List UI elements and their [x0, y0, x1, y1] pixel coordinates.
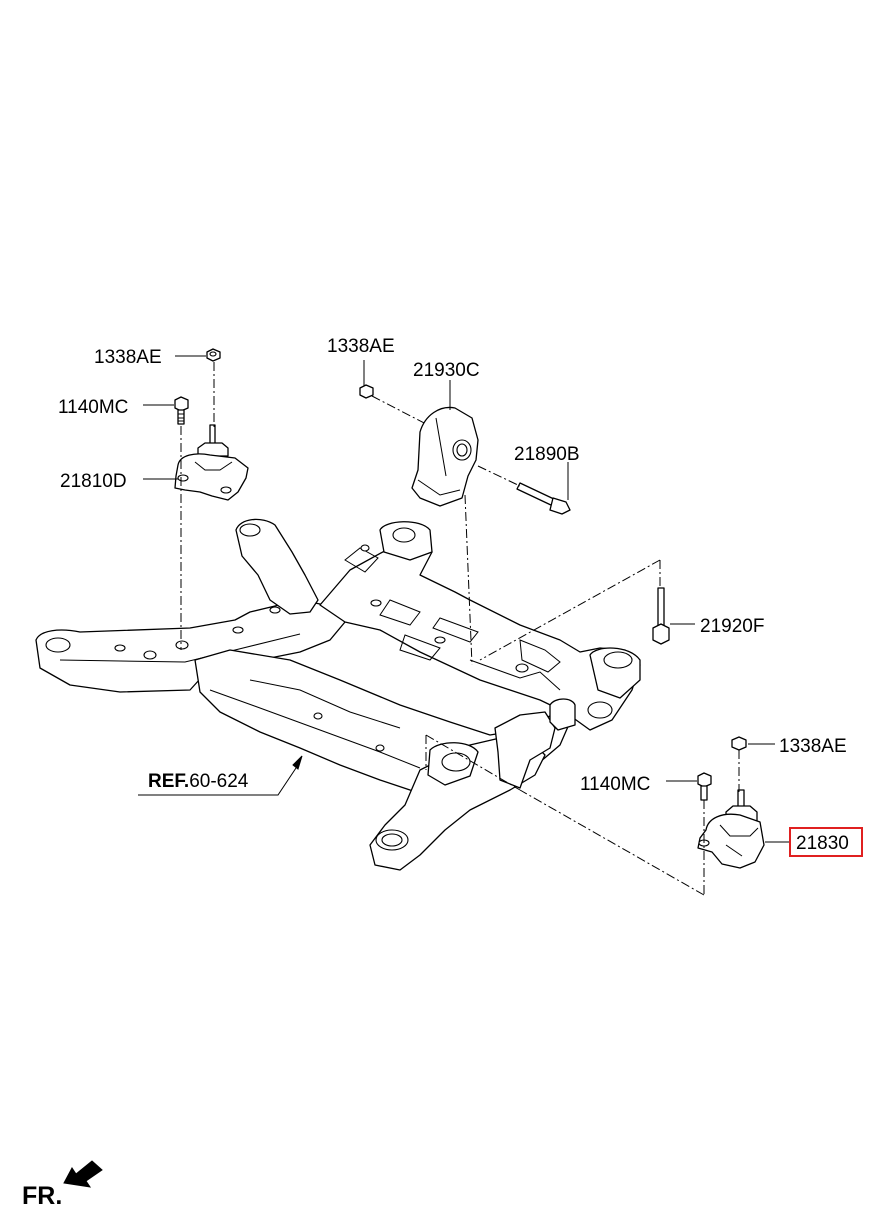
bolt-left-icon — [174, 396, 189, 425]
callout-mount-center: 21930C — [413, 360, 480, 381]
callout-bolt-center: 21890B — [514, 444, 580, 465]
ref-prefix: REF. — [148, 771, 189, 792]
mount-right-icon — [697, 789, 765, 869]
callout-nut-left: 1338AE — [94, 347, 162, 368]
callout-mount-left: 21810D — [60, 471, 127, 492]
ref-number: 60-624 — [189, 771, 249, 792]
callout-highlight-box — [789, 827, 863, 857]
bolt-right-long-icon — [652, 587, 670, 645]
nut-right-icon — [731, 736, 747, 751]
mount-center-icon — [411, 406, 479, 507]
callout-mount-right: 21830 — [796, 833, 849, 854]
front-subframe — [35, 518, 641, 871]
bolt-right-icon — [697, 772, 712, 801]
right-mount-group — [425, 734, 765, 896]
bolt-center-icon — [516, 482, 571, 515]
mount-left-icon — [174, 424, 249, 501]
callout-bolt-right: 1140MC — [580, 774, 650, 795]
front-direction-arrow-icon — [63, 1160, 103, 1188]
center-mount-group — [359, 384, 571, 666]
nut-left-icon — [206, 348, 221, 362]
callout-mount-right-highlight[interactable]: 21830 — [789, 827, 863, 857]
front-indicator-label: FR. — [22, 1182, 62, 1210]
leader-lines — [138, 355, 790, 843]
nut-center-icon — [359, 384, 374, 399]
callout-nut-center: 1338AE — [327, 336, 395, 357]
ref-label: REF.60-624 — [148, 771, 249, 792]
callout-nut-right: 1338AE — [779, 736, 847, 757]
callout-bolt-left: 1140MC — [58, 397, 128, 418]
callout-bolt-right-long: 21920F — [700, 616, 764, 637]
left-mount-group — [174, 348, 249, 650]
